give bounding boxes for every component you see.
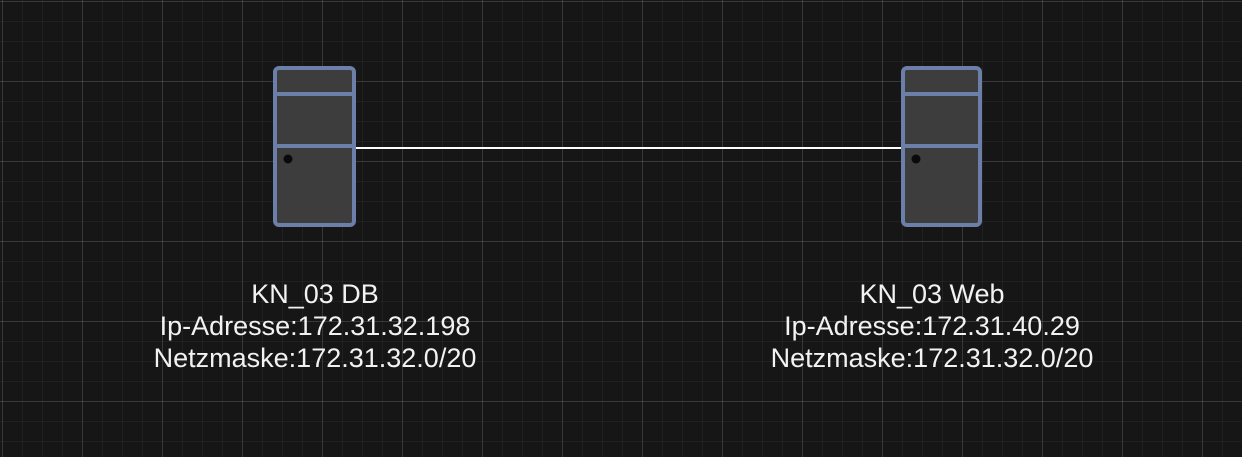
server-web-label: KN_03 Web Ip-Adresse:172.31.40.29 Netzma… [722,278,1142,374]
server-web-netmask: Netzmaske:172.31.32.0/20 [770,343,1094,373]
server-db-netmask: Netzmaske:172.31.32.0/20 [153,343,477,373]
server-web-ip-address: Ip-Adresse:172.31.40.29 [784,311,1080,341]
server-db-label: KN_03 DB Ip-Adresse:172.31.32.198 Netzma… [105,278,525,374]
server-db-icon[interactable] [273,66,356,227]
server-db-ip-address: Ip-Adresse:172.31.32.198 [159,311,471,341]
server-web-name: KN_03 Web [859,279,1005,309]
server-web-icon[interactable] [901,66,982,227]
server-db-name: KN_03 DB [251,279,379,309]
